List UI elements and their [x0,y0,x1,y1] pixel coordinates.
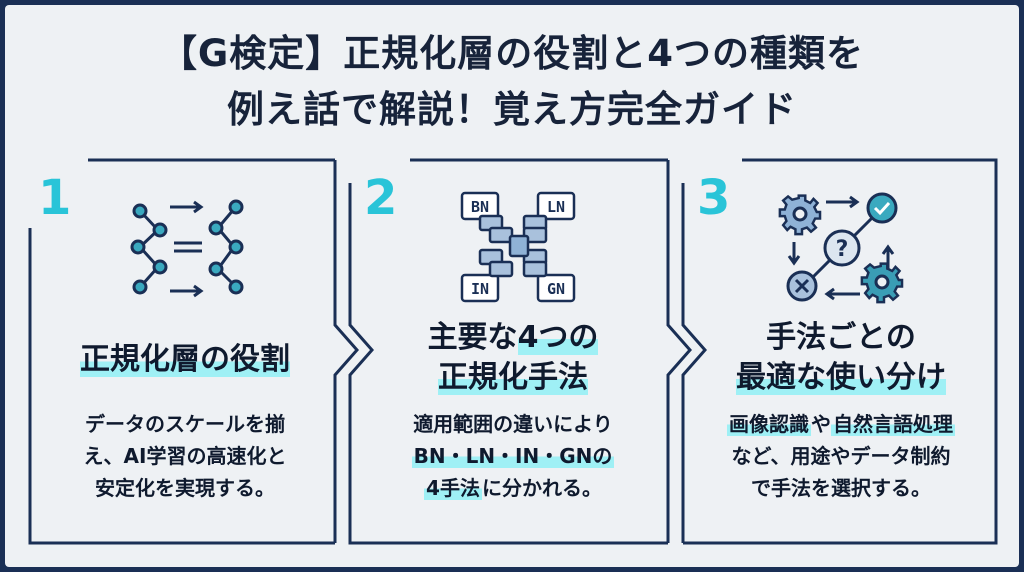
panel-2-heading: 主要な4つの 正規化手法 [365,318,661,398]
svg-text:?: ? [836,237,849,262]
panel-3-heading-line-1: 手法ごとの [766,320,916,355]
panel-1-heading-text: 正規化層の役割 [80,342,290,377]
panel-3-border [683,158,998,545]
panel-2-heading-b: 4つの [517,320,599,355]
panel-2-heading-a: 主要な [427,320,518,355]
panel-1-body: データのスケールを揃 え、AI学習の高速化と 安定化を実現する。 [40,408,330,504]
ln-label: LN [547,198,565,216]
panel-3-body-line-3: で手法を選択する。 [751,476,931,500]
panel-3-body-line-2: など、用途やデータ制約 [731,444,951,468]
panel-2-heading-line-2: 正規化手法 [438,360,588,395]
panel-3-heading: 手法ごとの 最適な使い分け [696,318,986,398]
panel-3-number: 3 [697,170,731,226]
panel-3-left-border [681,183,707,543]
infographic-frame [5,5,1019,567]
panel-2-chevron [666,160,692,543]
panel-2-body-line-3b: に分かれる。 [481,476,602,500]
panel-3-body: 画像認識や自然言語処理 など、用途やデータ制約 で手法を選択する。 [696,408,986,504]
neural-network-icon [130,199,244,298]
panel-2-body-line-3a: 4手法 [424,476,482,500]
panel-1-heading: 正規化層の役割 [40,340,330,380]
panel-3-body-line-1a: 画像認識 [727,412,811,436]
normalization-blocks-icon: BN LN IN GN [460,191,576,303]
in-label: IN [471,280,489,298]
panel-3-heading-line-2: 最適な使い分け [736,360,946,395]
title-line-1: 【G検定】正規化層の役割と4つの種類を [159,32,865,75]
gears-choice-icon: ? [778,192,904,304]
panel-1-left-bottom-border [28,228,335,545]
panel-2-body-line-2: BN・LN・IN・GNの [411,444,615,468]
panel-2-left-bottom-border [348,183,668,545]
gn-label: GN [547,280,565,298]
page-title: 【G検定】正規化層の役割と4つの種類を 例え話で解説！覚え方完全ガイド [0,26,1024,138]
panel-3-body-line-1c: 自然言語処理 [831,412,955,436]
panel-1-body-line-1: データのスケールを揃 [85,412,285,436]
panel-2-body-line-1: 適用範囲の違いにより [413,412,613,436]
title-line-2: 例え話で解説！覚え方完全ガイド [227,88,797,131]
panel-1-body-line-3: 安定化を実現する。 [95,476,275,500]
panel-1-number: 1 [38,170,72,226]
panel-1-body-line-2: え、AI学習の高速化と [83,444,287,468]
panel-2-number: 2 [364,170,398,226]
panel-2-body: 適用範囲の違いにより BN・LN・IN・GNの 4手法に分かれる。 [365,408,661,504]
panel-1-chevron [333,160,359,543]
panel-3-body-line-1b: や [811,412,831,436]
bn-label: BN [471,198,489,216]
